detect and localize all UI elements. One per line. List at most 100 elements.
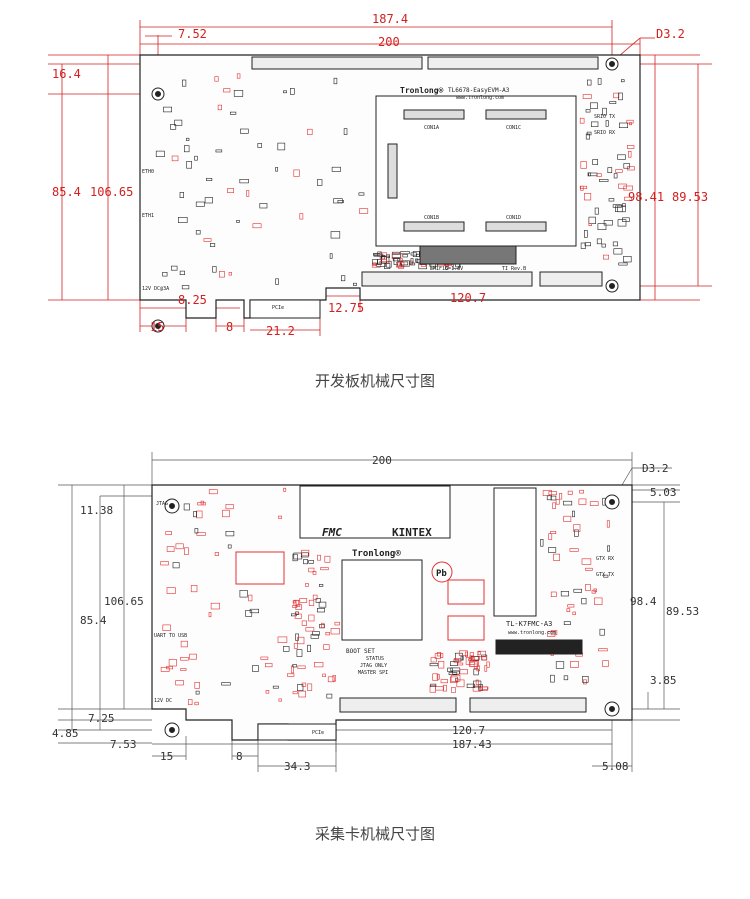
pcb-component [573,588,582,593]
pcb-component [277,142,286,151]
pcb-component [188,699,193,705]
dim-12-75: 12.75 [328,301,364,315]
pcb-component [392,257,400,262]
pcb-component [580,185,584,191]
pcb-component [552,502,556,509]
pcb-component [334,621,340,626]
pcb-component [550,531,557,535]
pcb-component [587,172,591,177]
pcb-component [233,90,244,97]
pcb-component [318,601,327,608]
dev-board-power: 12V DC@3A [142,286,169,292]
pcb-component [236,73,241,79]
pcb-component [586,79,592,86]
pcb-component [330,231,341,239]
pcb-component [333,198,343,204]
pcb-component [307,683,313,691]
pcb-component [307,128,313,135]
dim-89-53: 89.53 [672,190,708,204]
pcb-component [155,150,165,158]
pcb-component [377,251,382,257]
pcb-component [453,659,459,663]
pcb-component [622,217,630,222]
pcb-component [371,264,381,268]
pcb-component [559,492,563,500]
pcb-component [475,679,479,685]
pcb-component [572,510,575,518]
pcb-component [174,119,183,126]
pcb-component [343,128,348,135]
pcb-component [465,657,475,665]
pcb-component [323,644,330,650]
capture-card-gtx-tx: GTX TX [596,572,614,578]
pcb-component [312,571,317,575]
pcb-component [606,520,610,528]
pcb-component [189,653,197,660]
pcb-component [617,154,626,160]
pcb-component [555,661,565,669]
capture-card-pcie: PCIe [312,730,324,736]
pcb-component [447,667,453,673]
pcb-component [175,680,184,686]
pcb-component [581,598,587,605]
capture-card-power: 12V DC [154,698,172,704]
pcb-component [608,198,615,202]
pcb-component [225,531,235,537]
pcb-component [590,121,599,127]
pcb-component [221,682,231,686]
pcb-component [240,128,249,134]
pcb-component [410,258,414,264]
pcb-component [574,529,579,537]
pcb-component [208,489,218,495]
pcb-component [439,653,444,658]
dev-board-emif: EMIF16=1.8V [430,266,463,272]
pcb-component [583,679,587,685]
pcb-component [438,661,445,669]
pcb-component [603,574,609,578]
pcb-component [466,683,475,689]
pcb-component [320,622,325,628]
dim2-106-65: 106.65 [104,595,144,608]
pcb-component [175,543,184,550]
dev-board-con1d: CON1D [506,215,521,221]
pcb-component [294,613,302,619]
pcb-component [215,149,223,153]
pcb-component [292,691,298,695]
pcb-component [486,661,490,668]
pcb-component [596,173,602,177]
dev-board-con1c: CON1C [506,125,521,131]
pcb-component [588,216,596,225]
dim2-3-85: 3.85 [650,674,677,687]
pcb-component [605,120,609,127]
pcb-component [560,591,569,597]
pcb-component [476,665,480,672]
pcb-component [183,503,190,511]
pcb-component [400,251,410,255]
pcb-component [591,589,596,594]
pcb-component [620,79,625,83]
dev-board-pcie: PCIe [272,305,284,311]
dev-board-site: www.tronlong.com [456,95,504,101]
pcb-component [219,271,225,278]
pcb-component [283,487,287,492]
dim-85-4: 85.4 [52,185,81,199]
dev-board-eth1: ETH1 [142,213,154,219]
pcb-component [303,559,308,565]
pcb-component [278,698,282,702]
pcb-component [450,674,461,682]
dim-98-41: 98.41 [628,190,664,204]
pcb-component [292,664,297,668]
pcb-component [312,631,320,636]
pcb-component [307,644,312,652]
capture-card-drawing: FMC KINTEX Tronlong® Pb TL-K7FMC-A3 www.… [52,452,699,773]
pcb-component [272,685,279,689]
dim-8-25: 8.25 [178,293,207,307]
pcb-component [566,608,571,612]
pcb-component [618,122,628,128]
pcb-component [252,665,259,672]
pcb-component [214,552,219,556]
pcb-component [436,652,442,657]
pcb-component [585,133,590,140]
pcb-component [181,285,190,290]
pcb-component [432,673,439,681]
